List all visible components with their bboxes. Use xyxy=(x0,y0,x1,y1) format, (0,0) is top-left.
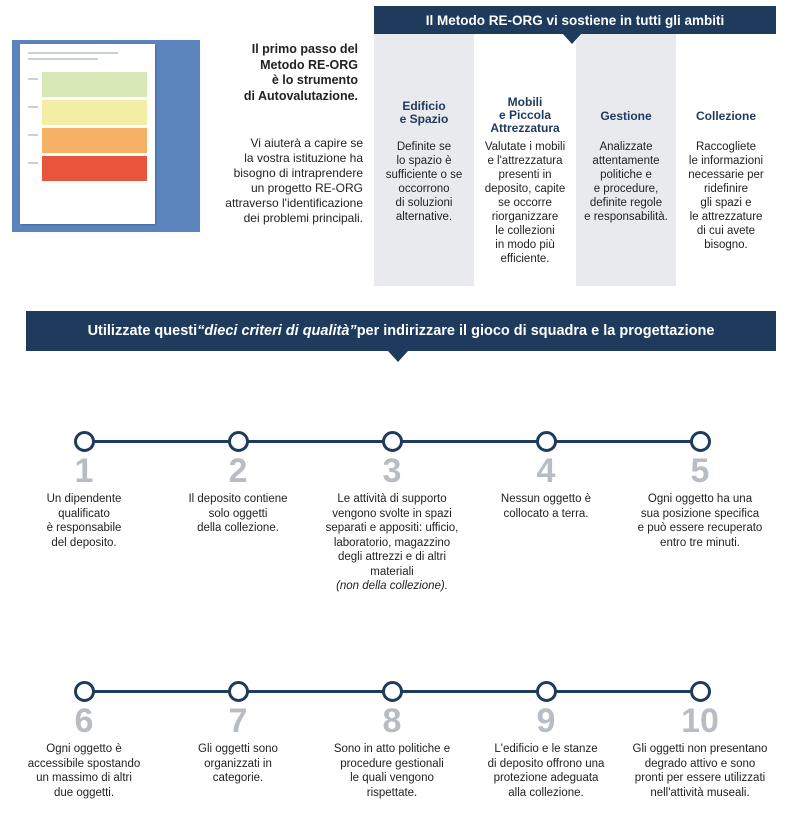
method-column-title: Collezione xyxy=(695,109,756,123)
criterion-number: 8 xyxy=(382,702,402,740)
method-column-title: Gestione xyxy=(600,109,652,123)
method-column-title: Mobili e Piccola Attrezzatura xyxy=(490,95,560,135)
criteria-banner: Utilizzate questi “dieci criteri di qual… xyxy=(26,311,776,351)
method-column-title: Edificio e Spazio xyxy=(399,99,449,126)
method-column-management: Gestione Analizzate attentamente politic… xyxy=(576,34,676,286)
criteria-banner-emph: “dieci criteri di qualità” xyxy=(197,323,357,339)
criterion-node xyxy=(74,431,95,452)
method-column-collection: Collezione Raccogliete le informazioni n… xyxy=(676,34,776,286)
speech-bubble-tail xyxy=(183,122,197,144)
criterion-number: 7 xyxy=(228,702,248,740)
criteria-banner-prefix: Utilizzate questi xyxy=(87,323,198,339)
method-column-desc: Definite se lo spazio è sufficiente o se… xyxy=(385,141,463,223)
criterion-node xyxy=(382,681,403,702)
method-column-desc: Raccogliete le informazioni necessarie p… xyxy=(688,141,764,251)
criterion-node xyxy=(228,431,249,452)
method-heading-pointer xyxy=(563,34,581,44)
intro-title: Il primo passo del Metodo RE-ORG è lo st… xyxy=(243,42,358,103)
criterion-node xyxy=(690,681,711,702)
criteria-banner-suffix: per indirizzare il gioco di squadra e la… xyxy=(356,323,715,339)
method-column-furniture: Mobili e Piccola Attrezzatura Valutate i… xyxy=(475,34,575,286)
method-heading: Il Metodo RE-ORG vi sostiene in tutti gl… xyxy=(374,6,776,34)
criterion-node xyxy=(690,431,711,452)
intro-description: Vi aiuterà a capire se la vostra istituz… xyxy=(225,136,363,225)
method-column-building: Edificio e Spazio Definite se lo spazio … xyxy=(374,34,474,286)
criterion-number: 6 xyxy=(74,702,94,740)
criterion-number: 9 xyxy=(536,702,556,740)
criteria-banner-pointer xyxy=(388,351,408,362)
criterion-node xyxy=(536,431,557,452)
criterion-number: 1 xyxy=(74,452,94,490)
criterion-node xyxy=(382,431,403,452)
method-column-desc: Valutate i mobili e l'attrezzatura prese… xyxy=(484,141,566,265)
criterion-node xyxy=(74,681,95,702)
criterion-number: 2 xyxy=(228,452,248,490)
criterion-node xyxy=(228,681,249,702)
method-column-desc: Analizzate attentamente politiche e e pr… xyxy=(584,141,668,223)
criterion-node xyxy=(536,681,557,702)
criterion-number: 10 xyxy=(681,702,719,740)
criterion-number: 4 xyxy=(536,452,556,490)
criterion-number: 5 xyxy=(690,452,710,490)
criterion-number: 3 xyxy=(382,452,402,490)
